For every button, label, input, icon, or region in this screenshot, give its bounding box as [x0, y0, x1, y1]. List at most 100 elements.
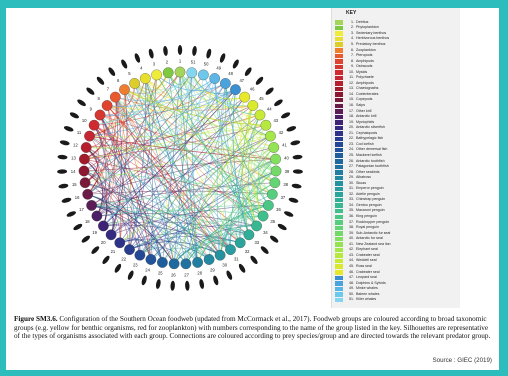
- connection-line: [134, 72, 193, 91]
- group-node: [162, 67, 174, 79]
- group-node: [124, 244, 135, 255]
- node-number: 21: [111, 249, 116, 254]
- group-node: [239, 91, 251, 103]
- key-label: Cephalopods: [356, 130, 378, 135]
- group-node: [101, 100, 113, 111]
- organism-silhouette: [108, 67, 116, 76]
- foodweb-diagram: 1234567891011121314151617181920212223242…: [57, 45, 303, 291]
- organism-silhouette: [63, 126, 74, 132]
- organism-silhouette: [232, 59, 239, 69]
- key-label: Albatross: [356, 175, 371, 180]
- key-item: 31.Emperor penguin: [335, 187, 457, 192]
- key-label: Cod icefish: [356, 141, 374, 146]
- key-swatch: [335, 120, 343, 125]
- key-swatch: [335, 225, 343, 231]
- node-number: 47: [239, 78, 244, 83]
- key-label: Leopard seal: [356, 275, 377, 280]
- key-swatch: [335, 125, 343, 131]
- group-node: [119, 84, 130, 95]
- connection-line: [99, 114, 141, 256]
- group-node: [94, 109, 106, 121]
- connection-line: [83, 170, 273, 195]
- key-item: 51.Killer whales: [335, 298, 457, 303]
- node-number: 15: [72, 182, 77, 187]
- node-number: 5: [128, 71, 131, 76]
- connection-line: [144, 78, 241, 243]
- node-number: 18: [85, 219, 90, 224]
- organism-silhouette: [226, 270, 233, 280]
- connection-line: [99, 89, 236, 116]
- key-label: Ross seal: [356, 263, 372, 268]
- key-swatch: [335, 75, 343, 81]
- connection-line: [94, 72, 193, 126]
- key-label: Mysids: [356, 69, 368, 74]
- key-number: 12.: [349, 80, 354, 85]
- key-item: 14.Coelenterates: [335, 92, 457, 97]
- connection-line: [86, 147, 274, 151]
- node-number: 8: [98, 96, 101, 101]
- connection-line: [129, 224, 257, 250]
- key-number: 23.: [349, 141, 354, 146]
- key-swatch: [335, 186, 343, 192]
- organism-silhouette: [58, 183, 69, 189]
- key-label: Copepods: [356, 97, 373, 102]
- key-number: 36.: [349, 214, 354, 218]
- key-swatch: [335, 208, 343, 214]
- key-number: 24.: [349, 147, 354, 152]
- key-number: 20.: [349, 125, 354, 130]
- organism-silhouette: [61, 197, 72, 203]
- group-node: [145, 254, 157, 265]
- key-item: 1.Detritus: [335, 20, 457, 25]
- key-label: Sedentary benthos: [356, 30, 387, 35]
- organism-silhouette: [127, 270, 134, 280]
- caption-label: Figure SM3.6.: [14, 315, 58, 323]
- key-label: Herbivorous benthos: [356, 36, 390, 41]
- organism-silhouette: [284, 211, 294, 217]
- organism-silhouette: [121, 59, 128, 69]
- key-number: 49.: [349, 286, 354, 291]
- node-number: 16: [75, 195, 80, 200]
- group-node: [257, 210, 269, 222]
- key-number: 33.: [349, 197, 354, 202]
- key-item: 23.Cod icefish: [335, 142, 457, 147]
- connection-line: [139, 147, 274, 256]
- key-number: 5.: [351, 41, 354, 46]
- connection-line: [208, 170, 277, 260]
- node-number: 25: [158, 271, 163, 276]
- key-swatch: [335, 103, 343, 109]
- key-swatch: [335, 81, 343, 86]
- key-label: Macaroni penguin: [356, 208, 385, 213]
- connection-line: [93, 125, 121, 243]
- key-item: 33.Chinstrap penguin: [335, 198, 457, 203]
- key-number: 29.: [349, 175, 354, 180]
- key-swatch: [335, 114, 343, 120]
- organism-silhouette: [291, 183, 302, 189]
- group-node: [270, 153, 281, 165]
- key-label: Antarctic silverfish: [356, 125, 385, 130]
- node-number: 28: [197, 271, 202, 276]
- key-item: 32.Adelie penguin: [335, 192, 457, 197]
- connection-line: [103, 78, 215, 227]
- key-number: 41.: [349, 241, 354, 246]
- key-item: 15.Copepods: [335, 98, 457, 103]
- connection-line: [259, 147, 275, 206]
- key-item: 2.Phytoplankton: [335, 26, 457, 31]
- key-item: 43.Crabeater seal: [335, 253, 457, 258]
- connection-line: [134, 83, 277, 172]
- key-swatch: [335, 48, 343, 53]
- key-label: Bathypelagic fish: [356, 136, 384, 141]
- key-number: 18.: [349, 114, 354, 119]
- group-node: [84, 130, 95, 142]
- organism-silhouette: [206, 48, 212, 59]
- organism-silhouette: [274, 99, 283, 107]
- organism-silhouette: [286, 126, 297, 132]
- key-item: 17.Other krill: [335, 109, 457, 114]
- key-number: 14.: [349, 91, 354, 96]
- organism-silhouette: [219, 53, 226, 63]
- node-number: 42: [279, 130, 284, 135]
- key-item: 35.Macaroni penguin: [335, 209, 457, 214]
- key-swatch: [335, 253, 343, 258]
- key-label: Minke whales: [356, 286, 378, 291]
- key-swatch: [335, 297, 343, 303]
- organism-silhouette: [163, 45, 168, 56]
